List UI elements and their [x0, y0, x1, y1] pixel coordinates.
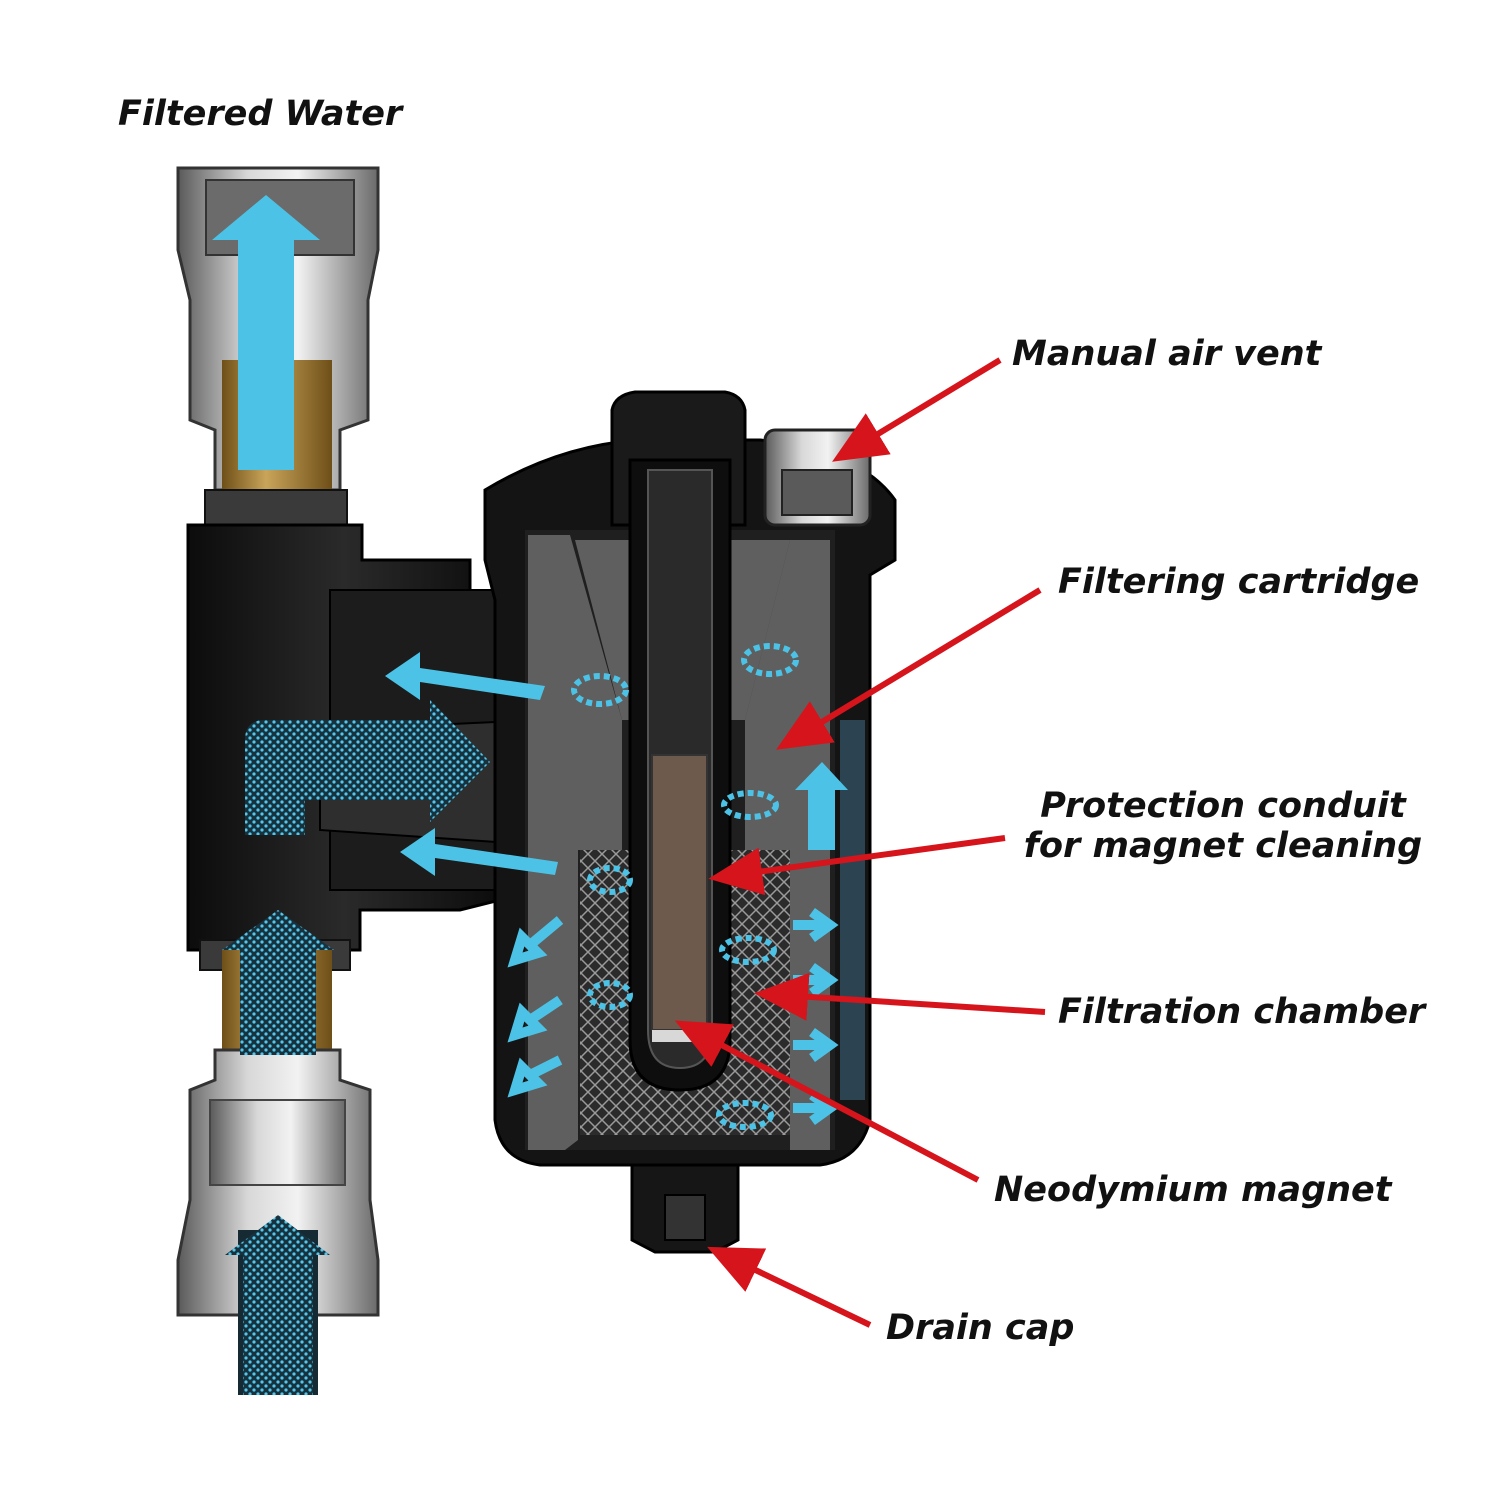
- label-filtering-cartridge: Filtering cartridge: [1058, 562, 1420, 602]
- callout-conduit: [708, 835, 1006, 896]
- flow-arrows: [212, 195, 848, 1395]
- flow-arrow-into-chamber: [245, 700, 490, 835]
- flow-arrow-up-right: [795, 762, 848, 850]
- label-protection-conduit: Protection conduit for magnet cleaning: [1018, 786, 1428, 867]
- label-neodymium-magnet: Neodymium magnet: [994, 1170, 1392, 1210]
- neodymium-magnet: [651, 754, 708, 1031]
- label-filtered-water: Filtered Water: [118, 94, 403, 134]
- label-protection-conduit-line1: Protection conduit: [1040, 786, 1406, 826]
- flow-arrow-inlet-rise: [222, 910, 334, 1055]
- filtering-cartridge: [528, 535, 622, 1150]
- flow-arrow-return-upper: [385, 652, 545, 700]
- flow-arrow-up-outlet: [212, 195, 320, 470]
- callout-arrows: [674, 357, 1046, 1328]
- label-protection-conduit-line2: for magnet cleaning: [1023, 826, 1423, 867]
- label-manual-air-vent: Manual air vent: [1012, 334, 1322, 374]
- top-thread-ring: [204, 489, 348, 529]
- flow-arrow-inlet: [225, 1215, 330, 1395]
- bottom-chrome-sleeve: [209, 1099, 346, 1186]
- flow-arrow-return-lower: [400, 828, 558, 876]
- callout-chamber: [754, 972, 1046, 1021]
- label-filtration-chamber: Filtration chamber: [1058, 992, 1426, 1032]
- callout-air-vent: [832, 357, 1002, 462]
- callout-cartridge: [776, 587, 1042, 750]
- callout-drain: [707, 1246, 872, 1328]
- callout-magnet: [674, 1020, 980, 1183]
- label-drain-cap: Drain cap: [886, 1308, 1075, 1348]
- transparent-wall: [840, 720, 865, 1100]
